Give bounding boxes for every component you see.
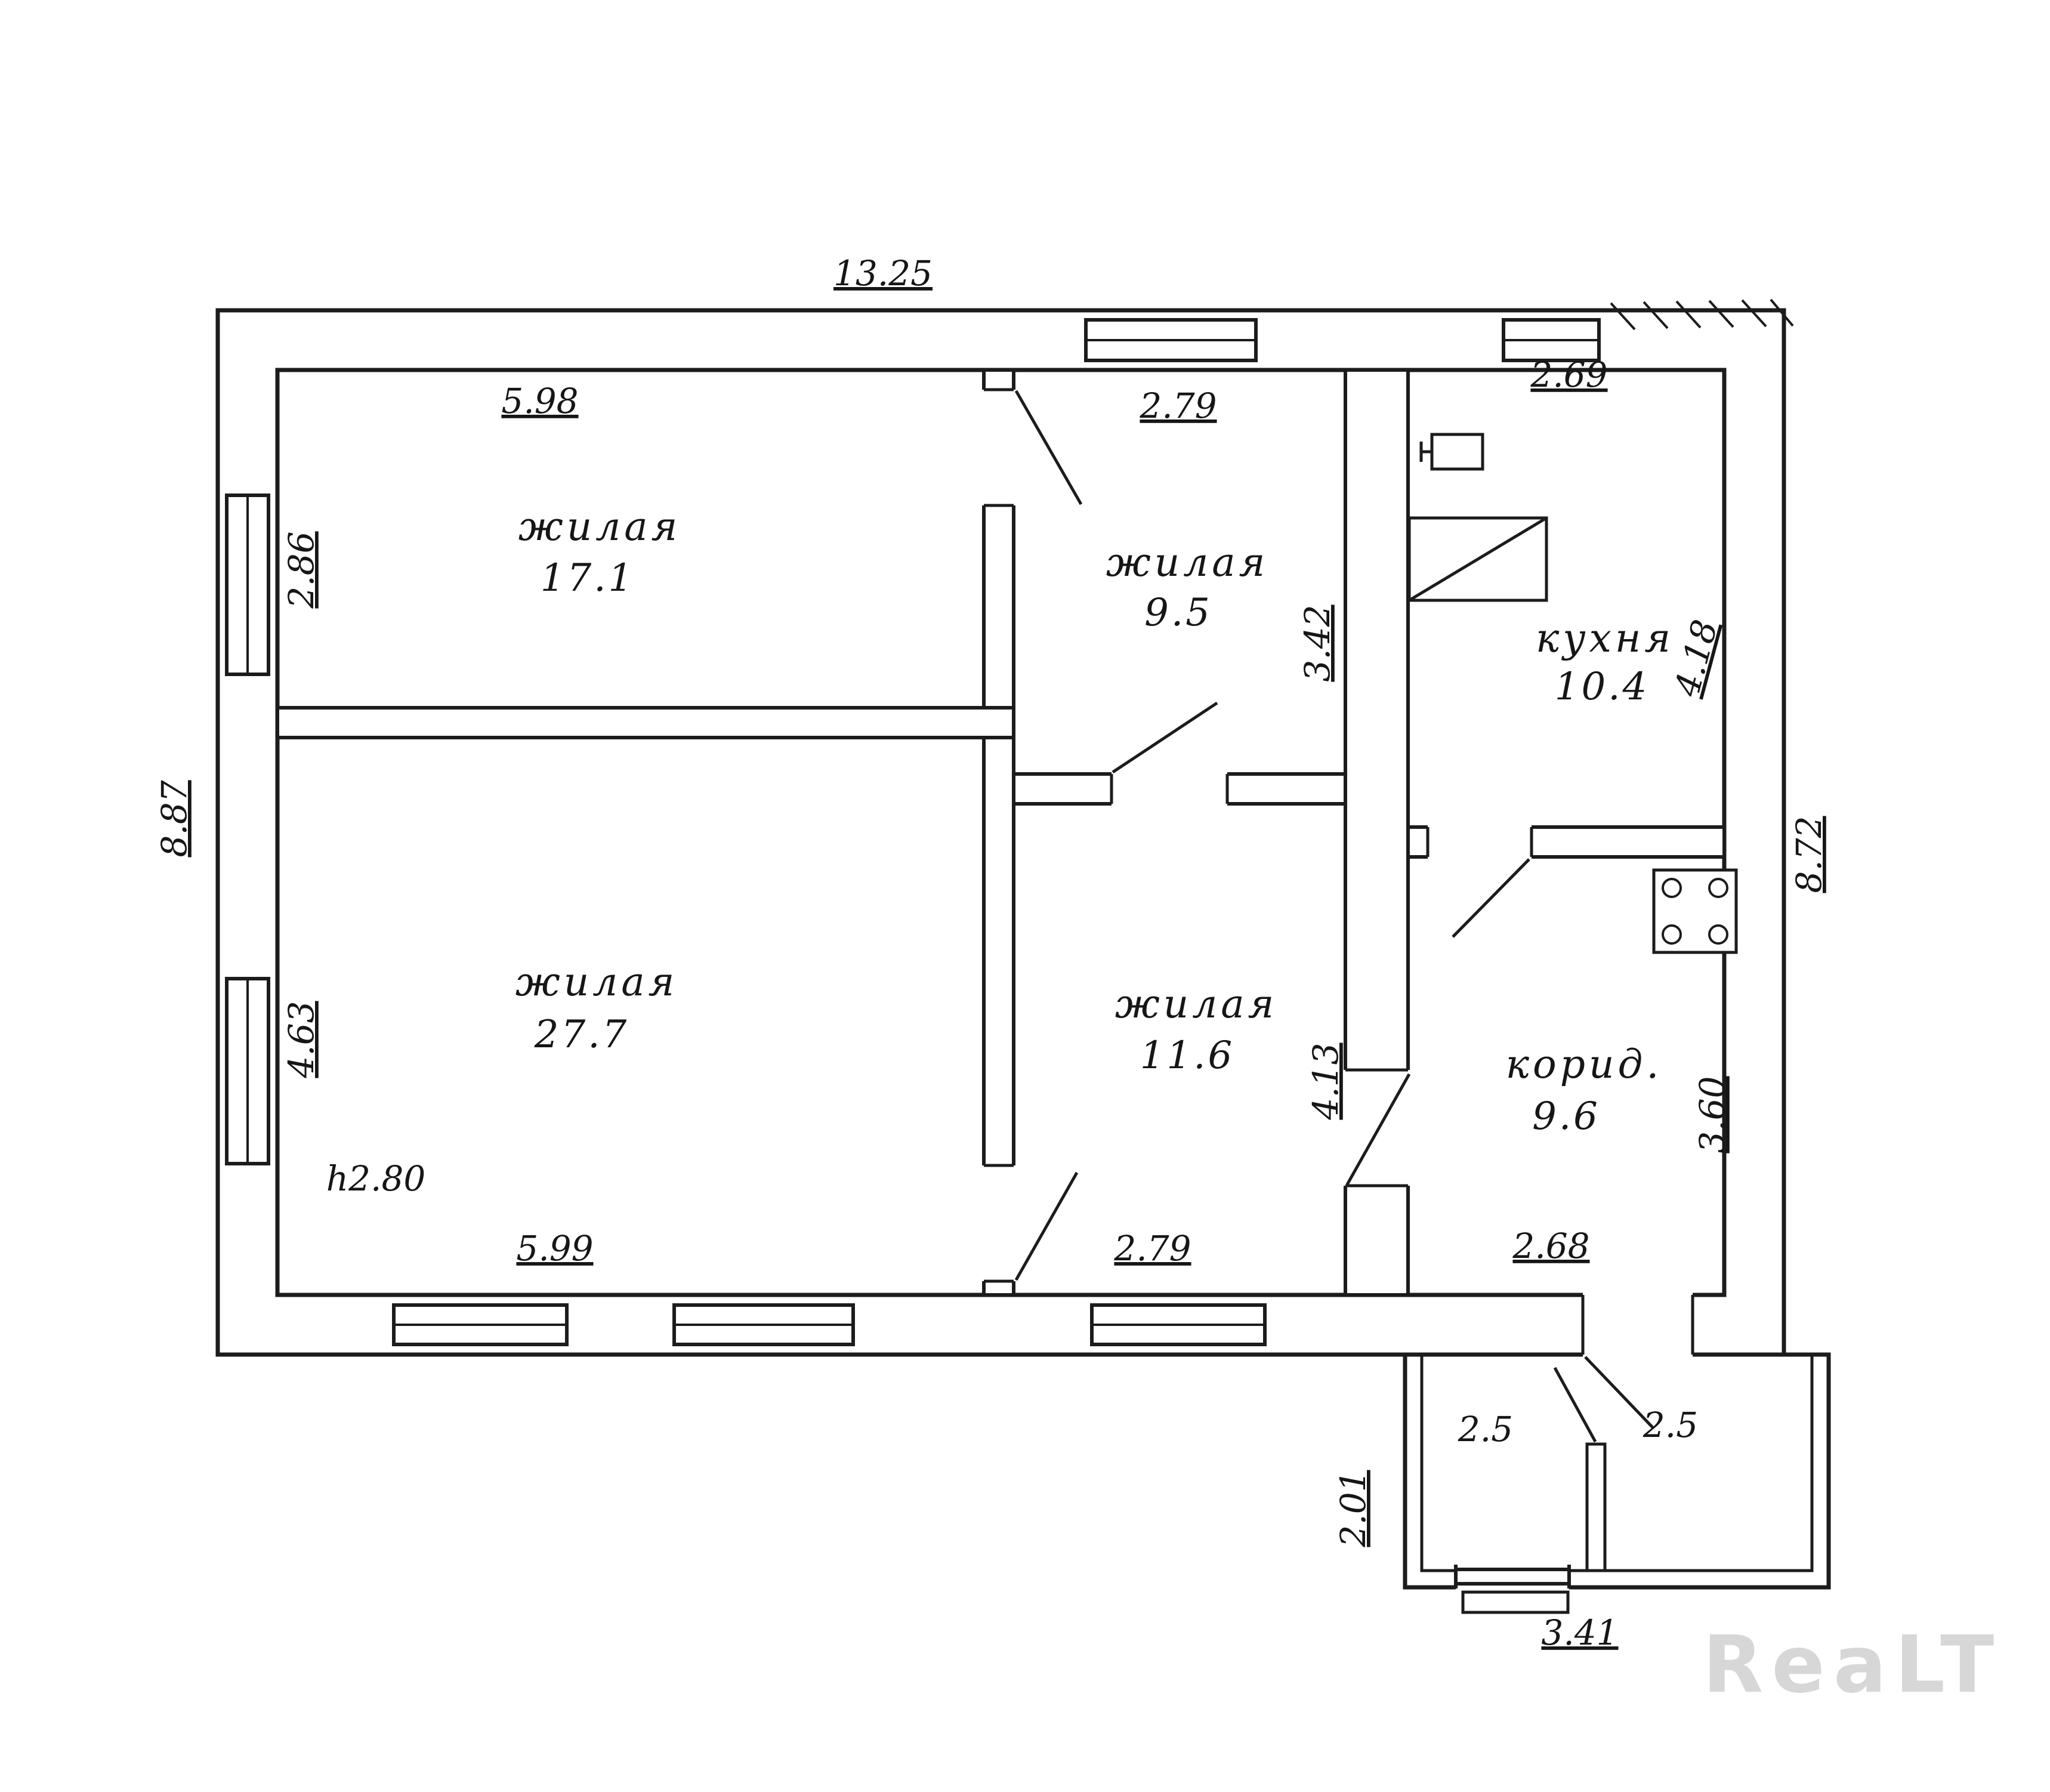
dim-living1-height: 2.86 [281, 531, 322, 609]
fixtures [1407, 433, 1738, 954]
window-left-2 [225, 977, 270, 1165]
window-bottom-1 [392, 1303, 569, 1346]
room-label-living3: жилая [515, 959, 678, 1005]
window-top-kitchen [1502, 318, 1601, 362]
dimension-labels: 13.25 5.98 2.79 2.69 2.86 8.87 3.42 4.18… [154, 253, 1829, 1653]
dim-porch-room-left: 2.5 [1458, 1409, 1513, 1449]
door-swing [1452, 858, 1530, 938]
ceiling-height-note: h2.80 [326, 1158, 426, 1199]
dim-kitchen-height-right: 4.18 [1666, 616, 1725, 701]
porch-outer-wall [1403, 1352, 1831, 1590]
door-living2-living4 [1110, 701, 1229, 804]
door-swing [1584, 1356, 1654, 1429]
door-swing [1112, 701, 1218, 774]
hatch-marks [1610, 298, 1794, 331]
door-living1-living2 [984, 388, 1083, 507]
dim-living4-height: 4.13 [1305, 1042, 1346, 1120]
door-swing [1345, 1073, 1411, 1186]
door-openings [980, 390, 1693, 1592]
realt-watermark: ReaLT [1703, 1619, 2003, 1711]
wall-left-vertical [982, 368, 1015, 1297]
door-kitchen-corridor [1426, 827, 1533, 938]
door-swing [1014, 1171, 1079, 1281]
room-label-corridor: корид. [1506, 1041, 1663, 1087]
dim-total-width-top: 13.25 [833, 253, 933, 294]
outer-wall-line [215, 308, 1786, 1357]
dim-kitchen-width-top: 2.69 [1530, 354, 1607, 395]
room-label-kitchen: кухня [1536, 615, 1674, 661]
exterior-walls [215, 308, 1831, 1590]
door-swing [1553, 1367, 1597, 1443]
room-labels: жилая 17.1 жилая 9.5 кухня 10.4 жилая 27… [515, 504, 1674, 1139]
windows [225, 318, 1601, 1614]
entrance-step [1461, 1590, 1570, 1614]
boiler-symbol [1419, 433, 1484, 471]
doors [984, 388, 1694, 1446]
dim-corridor-height-right: 3.60 [1692, 1076, 1733, 1153]
door-porch-divider [1553, 1367, 1605, 1446]
dim-living3-width-bottom: 5.99 [516, 1228, 593, 1269]
door-living4-corridor [1345, 1068, 1411, 1188]
room-area-kitchen: 10.4 [1555, 665, 1650, 709]
window-bottom-3 [1090, 1303, 1267, 1346]
dim-total-height-right: 8.72 [1789, 816, 1829, 893]
gas-stove-symbol [1652, 868, 1738, 954]
porch-inner-wall [1420, 1355, 1814, 1572]
room-area-living4: 11.6 [1140, 1034, 1235, 1078]
door-swing [1014, 390, 1083, 505]
wall-left-horizontal [276, 706, 1015, 739]
door-living3-living4 [984, 1164, 1079, 1283]
dim-living2-height: 3.42 [1297, 604, 1338, 681]
room-label-living1: жилая [518, 504, 681, 550]
window-bottom-2 [672, 1303, 855, 1346]
window-top-1 [1084, 318, 1258, 362]
dim-living2-width-top: 2.79 [1139, 385, 1217, 426]
dim-porch-room-right: 2.5 [1643, 1405, 1698, 1445]
dim-corridor-width-bottom: 2.68 [1512, 1226, 1589, 1266]
dim-porch-width-bottom: 3.41 [1541, 1612, 1618, 1653]
porch-divider-wall [1585, 1442, 1607, 1572]
room-area-corridor: 9.6 [1532, 1094, 1600, 1139]
dim-total-height-left: 8.87 [154, 780, 194, 857]
room-area-living3: 27.7 [534, 1013, 629, 1057]
door-corridor-porch [1581, 1295, 1694, 1429]
room-label-living4: жилая [1115, 981, 1278, 1027]
dim-living3-height: 4.63 [281, 1001, 322, 1078]
dim-living4-width-bottom: 2.79 [1113, 1228, 1191, 1269]
dim-living1-width: 5.98 [501, 381, 578, 421]
room-label-living2: жилая [1106, 539, 1269, 585]
room-area-living2: 9.5 [1144, 591, 1212, 635]
stove-symbol [1407, 516, 1548, 602]
dim-porch-height-left: 2.01 [1333, 1470, 1373, 1547]
room-area-living1: 17.1 [541, 556, 635, 600]
porch-entrance-door [1454, 1565, 1571, 1614]
window-left-1 [225, 494, 270, 676]
